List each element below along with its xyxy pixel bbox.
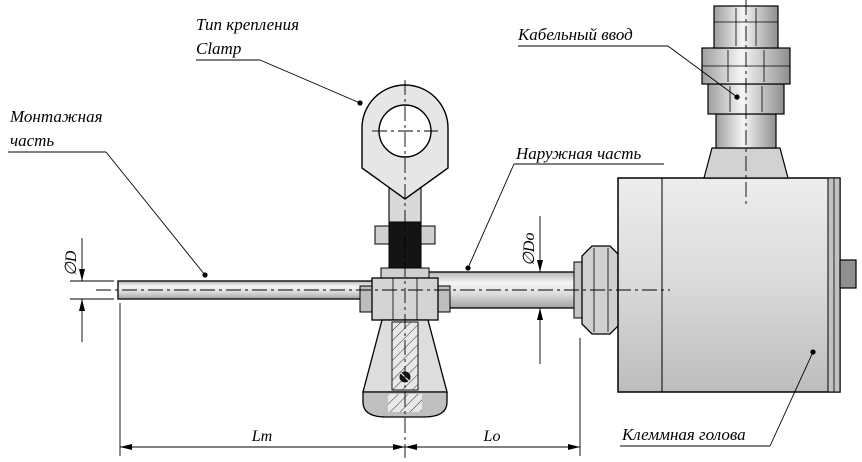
label-terminal-head: Клеммная голова [621, 425, 746, 444]
dim-label-mounting-length: Lm [251, 428, 272, 445]
arrowhead [120, 444, 132, 450]
label-outer-part: Наружная часть [515, 144, 642, 163]
leader-mounting-part [105, 151, 206, 276]
leader-dot [357, 100, 363, 106]
terminal-head [617, 177, 857, 393]
label-mount-type-line1: Тип крепления [196, 15, 299, 34]
arrowhead [405, 444, 417, 450]
leader-dot [810, 349, 816, 355]
label-mount-type-line2: Clamp [196, 39, 241, 58]
leader-mount-type [259, 59, 361, 104]
leader-cable-entry [667, 45, 738, 98]
arrowhead [393, 444, 405, 450]
clamp-step-left [374, 225, 390, 245]
dim-label-outer-length: Lo [483, 428, 501, 445]
dimension-lines [70, 216, 581, 456]
dim-label-outer-diameter: ∅Do [521, 233, 538, 267]
centerlines [96, 0, 747, 458]
label-mounting-part-line1: Монтажная [9, 107, 103, 126]
annotations: Тип крепления Clamp Кабельный ввод Монта… [9, 15, 746, 445]
clamp-step-right [420, 225, 436, 245]
label-mounting-part-line2: часть [10, 131, 54, 150]
leader-outer-part [467, 163, 515, 269]
leader-dot [465, 265, 471, 271]
dim-label-probe-diameter: ∅D [63, 250, 80, 276]
leader-terminal-head [769, 351, 814, 447]
label-cable-entry: Кабельный ввод [517, 25, 633, 44]
leader-dot [734, 94, 740, 100]
leader-dot [202, 272, 208, 278]
arrowhead [568, 444, 580, 450]
arrowhead [537, 308, 543, 320]
leader-lines [8, 45, 816, 447]
head-side-boss [839, 259, 857, 289]
arrowhead [537, 260, 543, 272]
arrowhead [79, 299, 85, 311]
head-body [617, 177, 841, 393]
arrowhead [79, 269, 85, 281]
